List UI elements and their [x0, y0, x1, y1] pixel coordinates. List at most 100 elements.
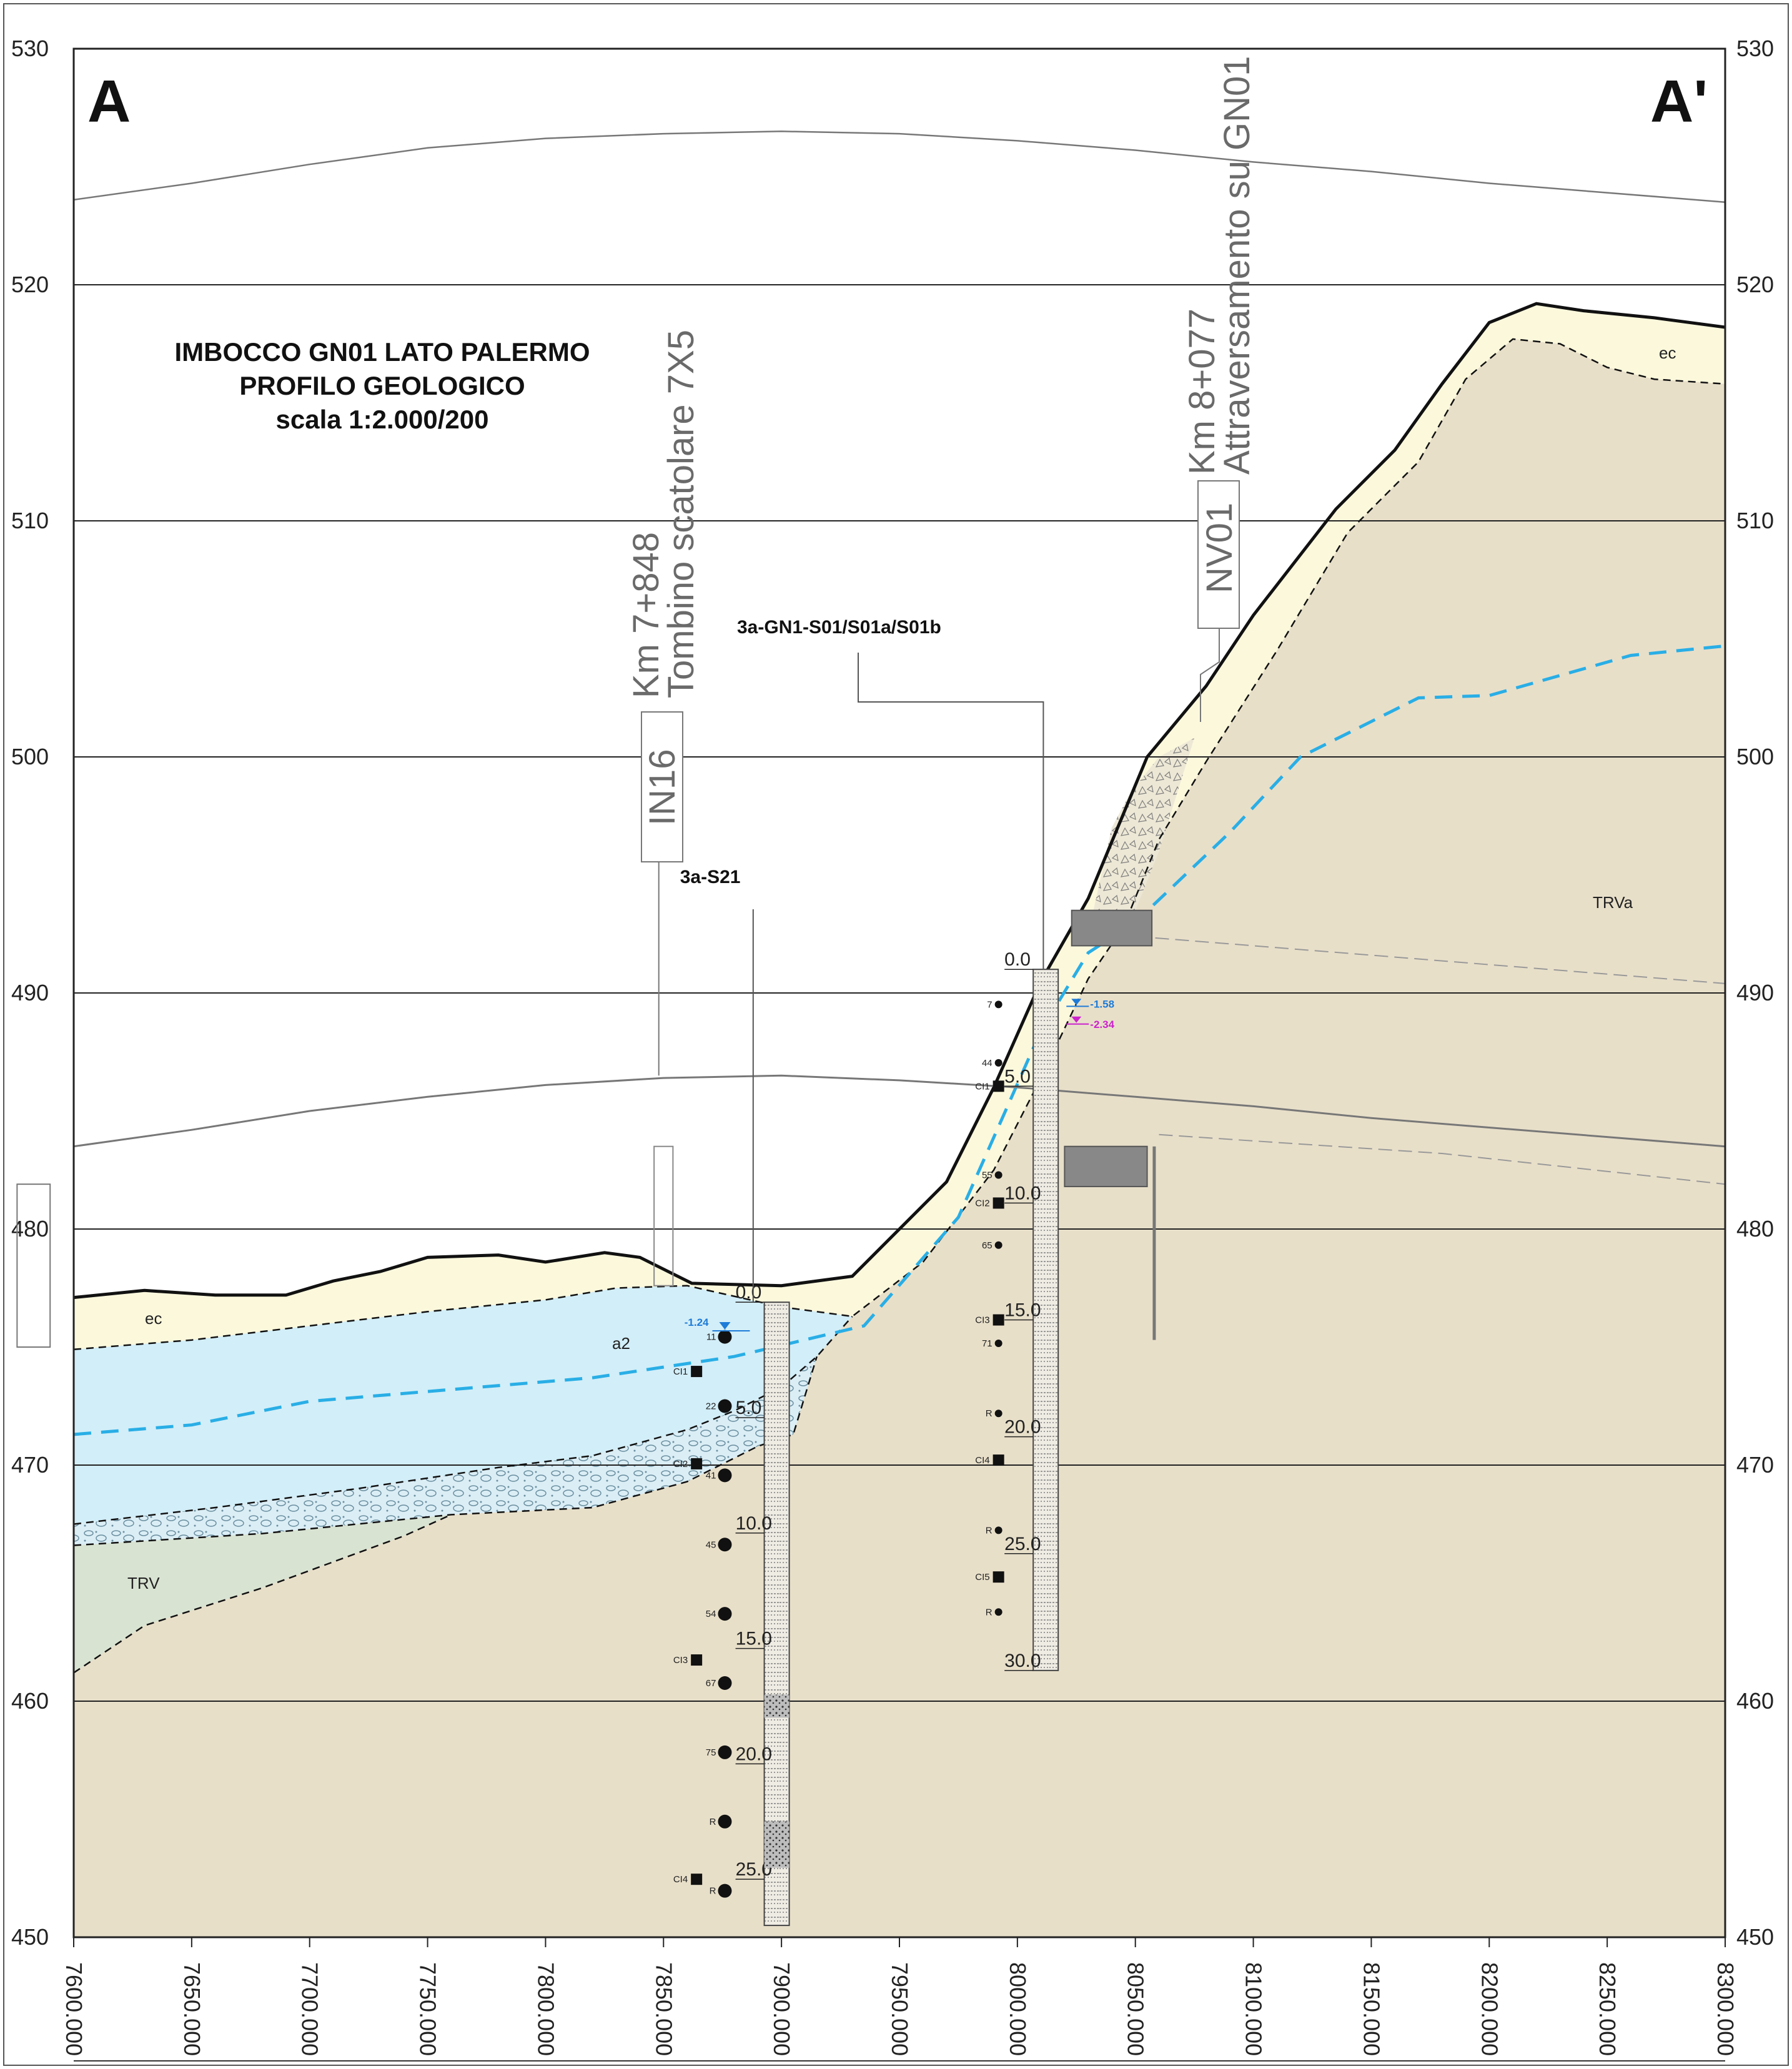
spt-marker: [994, 1339, 1002, 1347]
unit-trva-area: [74, 304, 1725, 1938]
elevation-label-left: 530: [11, 36, 49, 61]
depth-label: 10.0: [1004, 1183, 1041, 1203]
chainage-label: 7650.000: [179, 1962, 205, 2056]
spt-marker: [994, 1526, 1002, 1534]
spt-value: 67: [706, 1678, 716, 1689]
unit-label-ec-left: ec: [145, 1309, 162, 1328]
sample-label: CI5: [975, 1572, 989, 1583]
chainage-label: 7900.000: [769, 1962, 795, 2056]
chainage-label: 8250.000: [1595, 1962, 1620, 2056]
sample-label: CI4: [975, 1455, 989, 1466]
elevation-label-left: 450: [11, 1924, 49, 1950]
in16-chainage: Km 7+848: [626, 532, 666, 698]
sample-label: CI2: [673, 1459, 688, 1469]
spt-value: 45: [706, 1539, 716, 1550]
spt-value: R: [986, 1607, 993, 1617]
groundwater-table-line: [73, 644, 1726, 1436]
water-level-marker: [1071, 999, 1082, 1005]
spt-marker: [994, 1608, 1002, 1616]
unit-trv-area: [74, 1514, 452, 1673]
depth-label: 15.0: [736, 1629, 772, 1649]
structure-callouts: IN16 Km 7+848 Tombino scatolare 7X5 NV01…: [626, 56, 1257, 1076]
spt-marker: [994, 1410, 1002, 1418]
in16-tag-box: [641, 711, 683, 862]
elevation-label-left: 520: [11, 272, 49, 297]
depth-label: 20.0: [1004, 1417, 1041, 1438]
spt-value: 71: [982, 1338, 993, 1349]
a2-base-boundary: [73, 1316, 853, 1525]
elevation-label-right: 520: [1736, 272, 1774, 297]
spt-value: R: [710, 1817, 716, 1827]
upper-road-profile: [73, 131, 1726, 203]
in16-description: Tombino scatolare 7X5: [661, 330, 701, 698]
water-level-marker: [719, 1322, 731, 1330]
sample-marker: [691, 1654, 703, 1666]
spt-marker: [718, 1468, 732, 1483]
spt-value: 55: [982, 1170, 993, 1181]
nv01-lower-abutment: [1064, 1145, 1148, 1187]
depth-label: 0.0: [1004, 949, 1031, 970]
chainage-label: 7750.000: [415, 1962, 441, 2056]
spt-marker: [718, 1330, 732, 1344]
water-level-marker: [1071, 1016, 1082, 1023]
elevation-label-left: 500: [11, 744, 49, 769]
elevation-label-right: 460: [1736, 1688, 1774, 1714]
water-level-value: -1.58: [1090, 998, 1114, 1010]
borehole-3a-s21-name: 3a-S21: [680, 867, 741, 887]
elevation-label-left: 510: [11, 508, 49, 533]
drawing-title-line-1: IMBOCCO GN01 LATO PALERMO: [174, 337, 590, 367]
chainage-label: 7800.000: [533, 1962, 558, 2056]
boreholes: 0.05.010.015.020.025.00.05.010.015.020.0…: [673, 617, 1115, 1927]
trv-top-boundary: [73, 1514, 452, 1674]
chainage-label: 7950.000: [887, 1962, 913, 2056]
chainage-label: 8300.000: [1713, 1962, 1738, 2056]
unit-label-a2: a2: [612, 1334, 630, 1353]
spt-value: 11: [706, 1332, 716, 1343]
chainage-label: 8000.000: [1005, 1962, 1031, 2056]
sample-marker: [993, 1314, 1004, 1326]
sample-marker: [993, 1571, 1004, 1583]
drawing-title-line-3: scala 1:2.000/200: [276, 405, 489, 434]
core-band: [764, 1821, 790, 1868]
section-start-letter: A: [87, 68, 131, 135]
elevation-label-right: 510: [1736, 508, 1774, 533]
sample-label: CI3: [975, 1315, 989, 1326]
spt-marker: [718, 1607, 732, 1621]
unit-gravel-layer: [74, 1316, 853, 1546]
spt-marker: [994, 1059, 1002, 1067]
spt-value: 75: [706, 1747, 716, 1758]
unit-labels: ec ec a2 TRV TRVa: [127, 343, 1676, 1592]
elevation-label-left: 460: [11, 1688, 49, 1714]
sample-label: CI4: [673, 1874, 688, 1885]
depth-label: 15.0: [1004, 1300, 1041, 1321]
depth-label: 30.0: [1004, 1651, 1041, 1671]
structures: [16, 909, 1156, 1348]
elevation-label-right: 500: [1736, 744, 1774, 769]
chainage-label: 8200.000: [1477, 1962, 1502, 2056]
water-level-value: -1.24: [685, 1316, 709, 1328]
borehole-3a-gn1-s01-leader: [858, 653, 1044, 970]
borehole-3a-gn1-s01-name: 3a-GN1-S01/S01a/S01b: [737, 617, 941, 638]
spt-marker: [718, 1745, 732, 1759]
water-level-value: -2.34: [1090, 1019, 1114, 1030]
left-edge-wall: [16, 1183, 51, 1348]
borehole-marks: 0.05.010.015.020.025.00.05.010.015.020.0…: [673, 949, 1115, 1898]
sample-label: CI2: [975, 1198, 989, 1208]
spt-value: 7: [987, 999, 992, 1010]
depth-label: 0.0: [736, 1282, 762, 1303]
spt-value: R: [986, 1408, 993, 1419]
section-end-letter: A': [1650, 68, 1708, 135]
nv01-leader: [1200, 628, 1220, 722]
thin-dashed-line-2: [1159, 1133, 1726, 1185]
spt-marker: [718, 1538, 732, 1552]
elevation-label-left: 470: [11, 1452, 49, 1478]
elevation-label-left: 490: [11, 980, 49, 1005]
chainage-label: 7600.000: [61, 1962, 87, 2056]
ground-surface-line: [73, 302, 1726, 1300]
spt-value: 54: [706, 1609, 716, 1619]
spt-value: 65: [982, 1240, 993, 1251]
sample-marker: [691, 1366, 703, 1378]
nv01-description: Attraversamento su GN01: [1217, 56, 1257, 475]
